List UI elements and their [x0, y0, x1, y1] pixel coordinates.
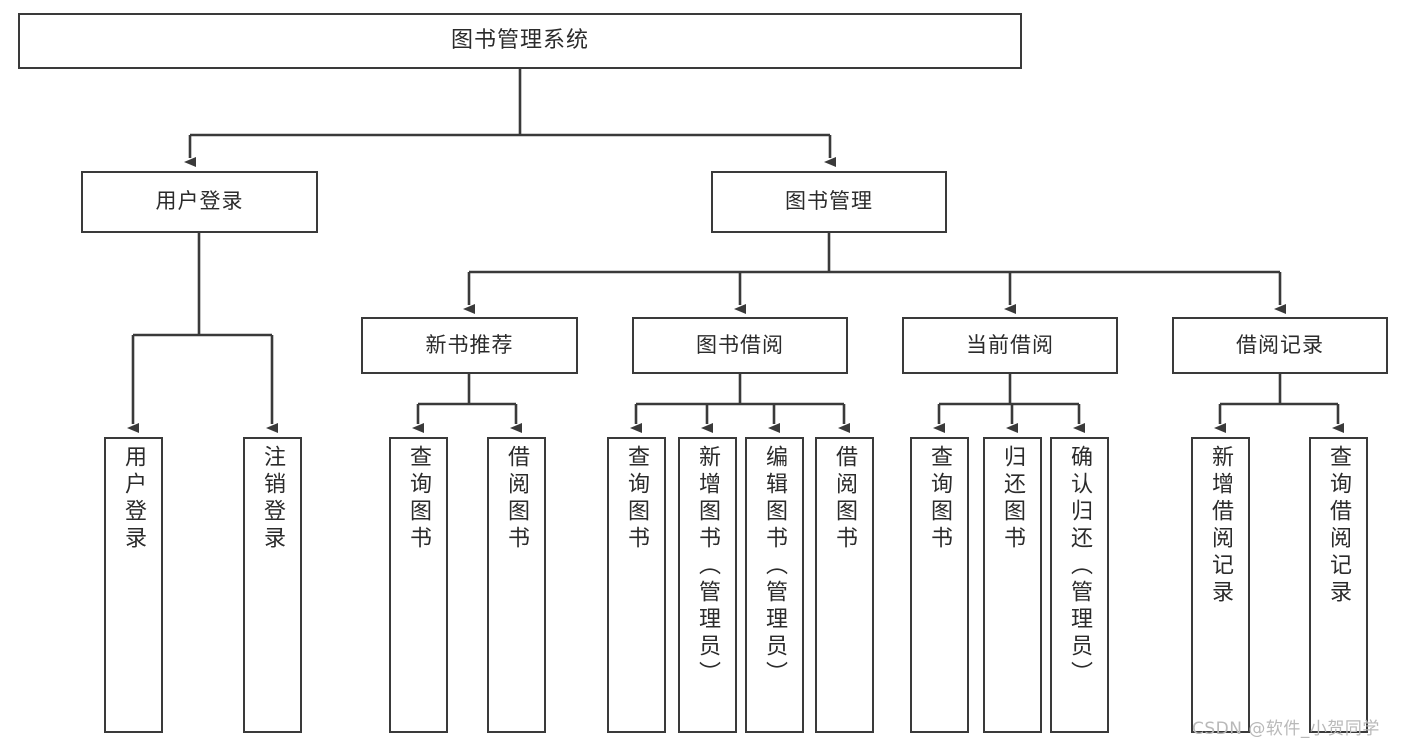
node-label: 确认归还（管理员）	[1067, 445, 1093, 688]
node-label: 新书推荐	[425, 332, 514, 357]
csdn-watermark: CSDN @软件_小贺同学	[1192, 719, 1380, 739]
node-user-login[interactable]: 用户登录	[81, 171, 318, 233]
node-label: 新增借阅记录	[1208, 445, 1234, 607]
node-label: 借阅记录	[1236, 332, 1324, 357]
node-book-manage[interactable]: 图书管理	[711, 171, 947, 233]
node-label: 编辑图书（管理员）	[762, 445, 788, 688]
node-book-borrow[interactable]: 图书借阅	[632, 317, 848, 374]
node-label: 借阅图书	[832, 445, 858, 553]
node-current-borrow[interactable]: 当前借阅	[902, 317, 1118, 374]
leaf-query-book-3[interactable]: 查询图书	[910, 437, 969, 733]
node-label: 借阅图书	[504, 445, 530, 553]
node-label: 查询借阅记录	[1326, 445, 1352, 607]
node-label: 图书借阅	[696, 332, 784, 357]
leaf-add-record[interactable]: 新增借阅记录	[1191, 437, 1250, 733]
leaf-borrow-book-2[interactable]: 借阅图书	[815, 437, 874, 733]
node-label: 查询图书	[624, 445, 650, 553]
leaf-edit-book[interactable]: 编辑图书（管理员）	[745, 437, 804, 733]
node-label: 用户登录	[155, 189, 244, 214]
node-label: 查询图书	[406, 445, 432, 553]
node-root[interactable]: 图书管理系统	[18, 13, 1022, 69]
leaf-query-book-1[interactable]: 查询图书	[389, 437, 448, 733]
node-label: 查询图书	[927, 445, 953, 553]
node-new-book-rec[interactable]: 新书推荐	[361, 317, 578, 374]
node-borrow-record[interactable]: 借阅记录	[1172, 317, 1388, 374]
node-label: 新增图书（管理员）	[695, 445, 721, 688]
leaf-query-record[interactable]: 查询借阅记录	[1309, 437, 1368, 733]
leaf-borrow-book-1[interactable]: 借阅图书	[487, 437, 546, 733]
node-label: 注销登录	[260, 445, 286, 553]
leaf-user-logout[interactable]: 注销登录	[243, 437, 302, 733]
node-label: 图书管理	[785, 189, 873, 214]
leaf-user-login[interactable]: 用户登录	[104, 437, 163, 733]
leaf-query-book-2[interactable]: 查询图书	[607, 437, 666, 733]
node-label: 当前借阅	[966, 332, 1054, 357]
node-label: 图书管理系统	[450, 27, 589, 53]
node-label: 归还图书	[1000, 445, 1026, 553]
node-label: 用户登录	[121, 445, 147, 553]
leaf-add-book[interactable]: 新增图书（管理员）	[678, 437, 737, 733]
leaf-confirm-return[interactable]: 确认归还（管理员）	[1050, 437, 1109, 733]
leaf-return-book[interactable]: 归还图书	[983, 437, 1042, 733]
